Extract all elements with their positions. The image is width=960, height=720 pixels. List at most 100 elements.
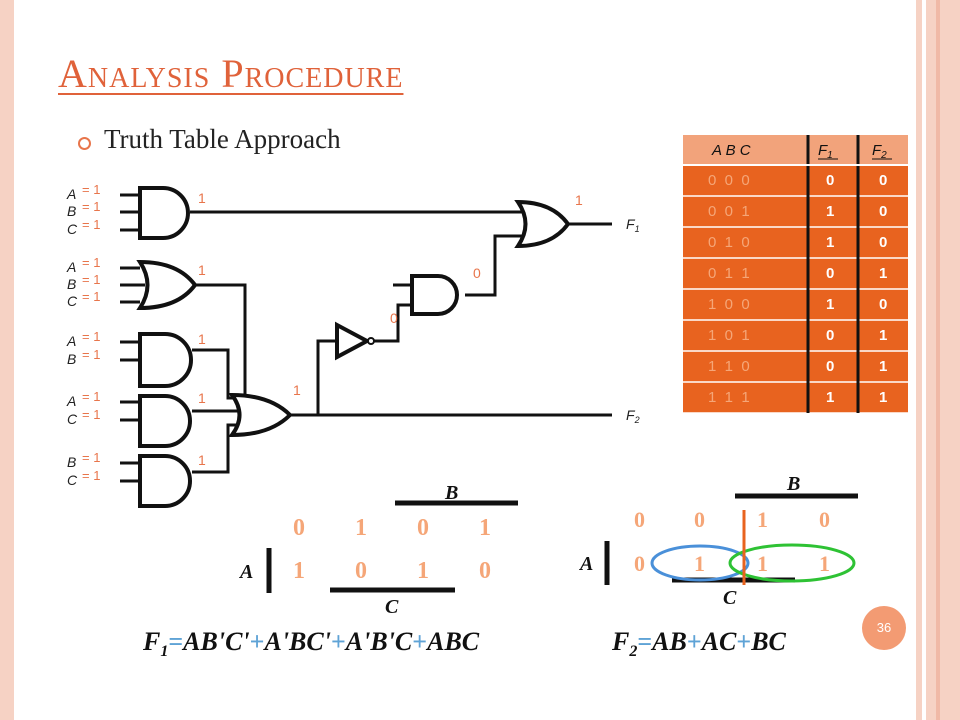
- tt-header-inputs: A B C: [711, 142, 751, 159]
- input-value-label: = 1: [82, 182, 100, 197]
- and-gate-ab: [138, 332, 193, 388]
- slide-title: Analysis Procedure: [58, 51, 404, 96]
- tt-row-f1: 1: [826, 234, 834, 251]
- kmap-f2-cell: 1: [694, 551, 705, 576]
- kmap-f1-label-c: C: [385, 596, 399, 618]
- output-f1-label: F1: [626, 216, 640, 234]
- and-gate-ac: [138, 394, 192, 448]
- kmap-f2-cell: 1: [757, 551, 768, 576]
- kmap-f2-label-c: C: [723, 587, 737, 609]
- right-border-stripe: [916, 0, 922, 720]
- tt-row-f1: 1: [826, 296, 834, 313]
- tt-row-inputs: 0 0 1: [708, 203, 750, 220]
- circuit-input-values: = 1= 1= 1= 1= 1= 1= 1= 1= 1= 1= 1= 1: [82, 182, 100, 483]
- input-value-label: = 1: [82, 450, 100, 465]
- kmap-f2-cell: 0: [634, 507, 645, 532]
- val-or3-out: 1: [198, 262, 206, 278]
- tt-row-inputs: 0 1 1: [708, 265, 750, 282]
- input-var-label: C: [67, 472, 78, 488]
- tt-row-f1: 1: [826, 203, 834, 220]
- right-border: [926, 0, 960, 720]
- kmap-f1-cell: 1: [293, 558, 305, 584]
- input-value-label: = 1: [82, 329, 100, 344]
- kmap-f1-label-b: B: [444, 482, 458, 504]
- tt-row-inputs: 1 1 0: [708, 358, 750, 375]
- tt-row-inputs: 0 1 0: [708, 234, 750, 251]
- tt-row-f2: 0: [879, 234, 887, 251]
- tt-row-inputs: 1 1 1: [708, 389, 750, 406]
- kmap-f1-cell: 0: [293, 515, 305, 541]
- input-var-label: B: [67, 203, 76, 219]
- input-value-label: = 1: [82, 289, 100, 304]
- tt-row-f2: 1: [879, 358, 887, 375]
- left-border: [0, 0, 14, 720]
- input-value-label: = 1: [82, 217, 100, 232]
- input-var-label: B: [67, 454, 76, 470]
- equation-f1: F1=AB'C'+A'BC'+A'B'C+ABC: [143, 627, 480, 661]
- val-and-ac-out: 1: [198, 390, 206, 406]
- val-and-ab-out: 1: [198, 331, 206, 347]
- and-gate-bc: [138, 454, 192, 508]
- or-gate-f1: [514, 199, 571, 249]
- bullet-icon: [78, 137, 91, 150]
- tt-row-f2: 1: [879, 265, 887, 282]
- bullet-text: Truth Table Approach: [104, 124, 341, 154]
- tt-row-inputs: 1 0 1: [708, 327, 750, 344]
- kmap-f1-cell: 0: [479, 558, 491, 584]
- tt-row-f1: 0: [826, 172, 834, 189]
- tt-row-inputs: 0 0 0: [708, 172, 750, 189]
- tt-row-f1: 0: [826, 327, 834, 344]
- kmap-f2-cell: 0: [694, 507, 705, 532]
- tt-row-f1: 0: [826, 358, 834, 375]
- tt-row-f1: 1: [826, 389, 834, 406]
- tt-header-f2: F2: [872, 142, 887, 161]
- input-var-label: B: [67, 351, 76, 367]
- input-var-label: C: [67, 411, 78, 427]
- input-value-label: = 1: [82, 407, 100, 422]
- input-var-label: C: [67, 293, 78, 309]
- input-value-label: = 1: [82, 255, 100, 270]
- tt-row-f2: 0: [879, 296, 887, 313]
- kmap-f1-cell: 0: [417, 515, 429, 541]
- kmap-f2-cell: 0: [819, 507, 830, 532]
- kmap-f2-label-a: A: [578, 553, 593, 575]
- input-value-label: = 1: [82, 272, 100, 287]
- kmap-f1-cell: 1: [417, 558, 429, 584]
- tt-header-f1: F1: [818, 142, 833, 161]
- input-value-label: = 1: [82, 468, 100, 483]
- kmap-f1-cell: 0: [355, 558, 367, 584]
- or-gate-f2: [228, 392, 293, 438]
- right-border-line: [936, 0, 940, 720]
- tt-row-inputs: 1 0 0: [708, 296, 750, 313]
- kmap-f2-cell: 0: [634, 551, 645, 576]
- input-var-label: A: [66, 186, 76, 202]
- kmap-f2-label-b: B: [786, 473, 800, 495]
- val-or-f2-out: 1: [293, 382, 301, 398]
- input-var-label: C: [67, 221, 78, 237]
- kmap-f2-cell: 1: [819, 551, 830, 576]
- kmap-f2-group-blue: [650, 544, 750, 582]
- val-and-bc-out: 1: [198, 452, 206, 468]
- page-number-badge: 36: [862, 606, 906, 650]
- logic-gates: [136, 186, 571, 508]
- inverter-bubble: [367, 337, 375, 345]
- kmap-f1-cell: 1: [479, 515, 491, 541]
- wire-values: 1 1 1 1 1 1 0 0 1: [198, 190, 583, 468]
- input-value-label: = 1: [82, 199, 100, 214]
- tt-row-f1: 0: [826, 265, 834, 282]
- and-gate-abc: [138, 186, 190, 240]
- kmap-f2-group-green: [728, 543, 856, 583]
- input-value-label: = 1: [82, 347, 100, 362]
- input-var-label: A: [66, 259, 76, 275]
- inverter-gate: [335, 321, 372, 361]
- tt-header-bg: [683, 135, 908, 165]
- tt-row-f2: 1: [879, 389, 887, 406]
- val-and3-out: 1: [198, 190, 206, 206]
- tt-row-f2: 1: [879, 327, 887, 344]
- or-gate-abc: [136, 259, 198, 311]
